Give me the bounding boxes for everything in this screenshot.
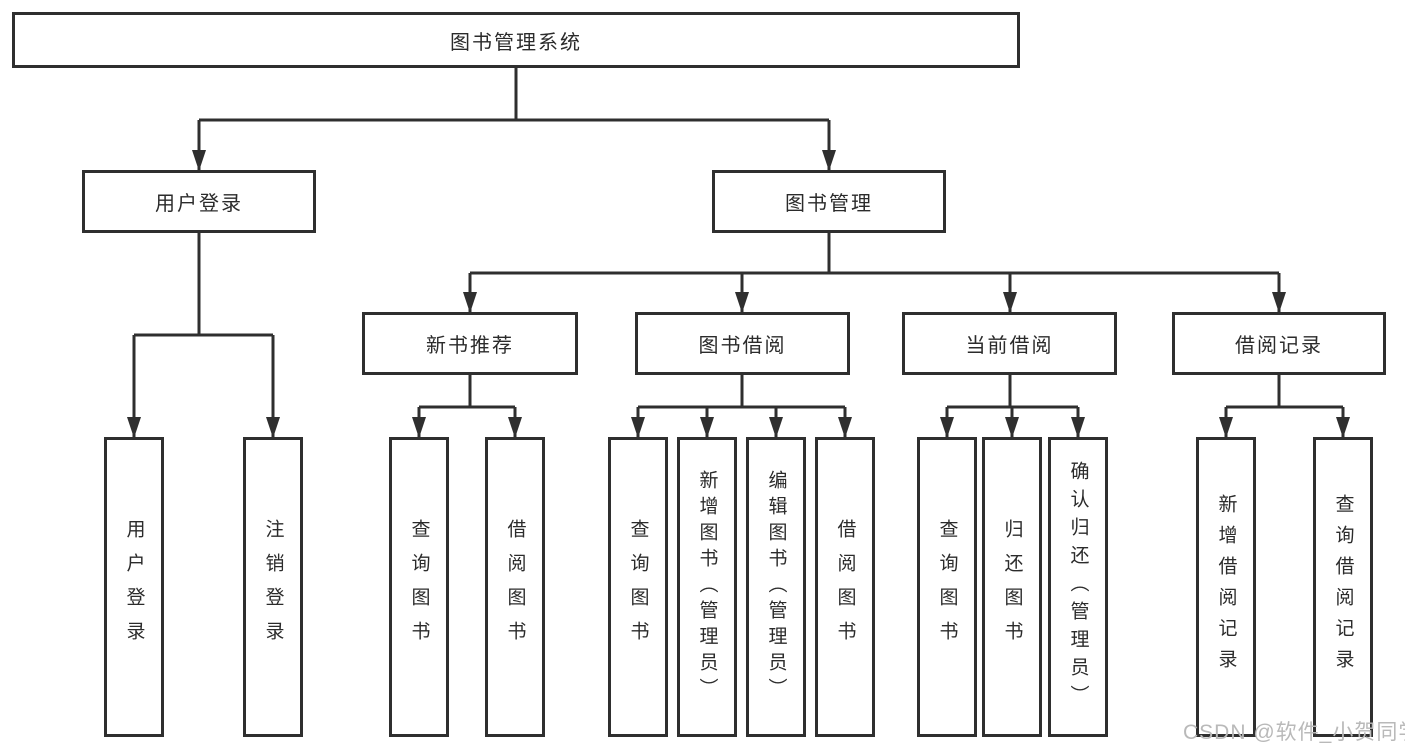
- leaf-newbooks-query-books: 查询图书: [389, 437, 449, 737]
- leaf-label: 编辑图书（管理员）: [765, 470, 787, 704]
- leaf-current-confirm-return-admin: 确认归还（管理员）: [1048, 437, 1108, 737]
- leaf-label: 新增借阅记录: [1215, 494, 1237, 680]
- node-book-management: 图书管理: [712, 170, 946, 233]
- leaf-current-return-books: 归还图书: [982, 437, 1042, 737]
- leaf-label: 借阅图书: [834, 519, 856, 655]
- leaf-borrowing-edit-books-admin: 编辑图书（管理员）: [746, 437, 806, 737]
- leaf-borrowing-query-books: 查询图书: [608, 437, 668, 737]
- node-new-book-recommendation: 新书推荐: [362, 312, 578, 375]
- leaf-borrowing-borrow-books: 借阅图书: [815, 437, 875, 737]
- node-library-management-system: 图书管理系统: [12, 12, 1020, 68]
- leaf-label: 确认归还（管理员）: [1067, 461, 1089, 713]
- leaf-label: 查询图书: [627, 519, 649, 655]
- csdn-watermark: CSDN @软件_小贺同学: [1183, 721, 1405, 744]
- leaf-user-login: 用户登录: [104, 437, 164, 737]
- leaf-label: 注销登录: [262, 519, 284, 655]
- leaf-records-add-record: 新增借阅记录: [1196, 437, 1256, 737]
- node-label: 新书推荐: [426, 335, 514, 357]
- node-label: 当前借阅: [965, 335, 1054, 357]
- node-label: 用户登录: [155, 193, 243, 215]
- leaf-label: 查询图书: [408, 519, 430, 655]
- leaf-records-query-record: 查询借阅记录: [1313, 437, 1373, 737]
- leaf-label: 用户登录: [123, 519, 145, 655]
- leaf-label: 归还图书: [1001, 519, 1023, 655]
- node-current-borrowing: 当前借阅: [902, 312, 1117, 375]
- node-book-borrowing: 图书借阅: [635, 312, 850, 375]
- node-label: 图书借阅: [698, 335, 787, 357]
- leaf-logout: 注销登录: [243, 437, 303, 737]
- node-label: 图书管理: [785, 193, 873, 215]
- leaf-label: 借阅图书: [504, 519, 526, 655]
- node-borrowing-records: 借阅记录: [1172, 312, 1386, 375]
- node-user-login: 用户登录: [82, 170, 316, 233]
- leaf-borrowing-add-books-admin: 新增图书（管理员）: [677, 437, 737, 737]
- leaf-label: 查询图书: [936, 519, 958, 655]
- leaf-label: 查询借阅记录: [1332, 494, 1354, 680]
- leaf-label: 新增图书（管理员）: [696, 470, 718, 704]
- node-label: 借阅记录: [1235, 335, 1323, 357]
- node-label: 图书管理系统: [450, 31, 582, 54]
- leaf-current-query-books: 查询图书: [917, 437, 977, 737]
- leaf-newbooks-borrow-books: 借阅图书: [485, 437, 545, 737]
